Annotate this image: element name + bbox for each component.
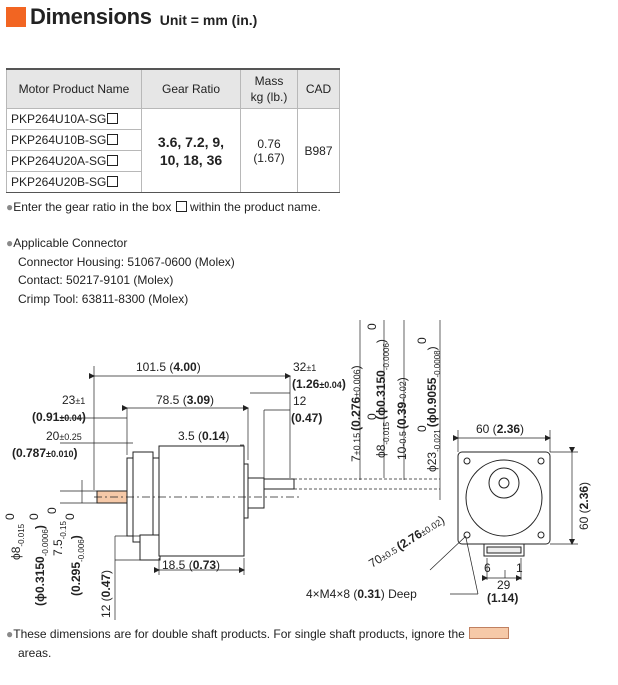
dim-23-in: (0.91±0.04) [32, 410, 86, 424]
box-icon [107, 113, 119, 124]
dim-12: 12 [293, 394, 307, 408]
dim-20-in: (0.787±0.010) [12, 446, 78, 460]
box-icon [107, 134, 119, 145]
bottom-note: ●These dimensions are for double shaft p… [6, 627, 509, 641]
box-icon [107, 176, 119, 187]
dim-60-v: 60 (2.36) [577, 482, 591, 530]
dim-phi8-zero: 0 [3, 513, 17, 520]
dim-32: 32±1 [293, 360, 316, 374]
front-view [457, 451, 551, 557]
dim-32-in: (1.26±0.04) [292, 377, 346, 391]
dim-7-5: 7.5-0.15 [51, 521, 68, 556]
dim-v8-zero: 0 [365, 413, 379, 420]
dim-29: 29 [497, 578, 511, 592]
unit-label: Unit = mm (in.) [159, 12, 258, 28]
dim-23: 23±1 [62, 393, 85, 407]
dim-60: 60 (2.36) [476, 422, 524, 436]
dim-7-5-zero: 0 [45, 507, 59, 514]
dim-20: 20±0.25 [46, 429, 82, 443]
dim-12-v: 12 (0.47) [99, 570, 113, 618]
dim-3-5: 3.5 (0.14) [178, 429, 229, 443]
dim-phi8-in: (ϕ0.3150-0.0006) [33, 525, 50, 606]
header-square-icon [6, 7, 26, 27]
dim-v23-in-zero: 0 [415, 337, 429, 344]
mass-cell: 0.76(1.67) [240, 108, 298, 193]
dim-phi8: ϕ8-0.015 [9, 523, 26, 560]
dim-v8: ϕ8-0.015(ϕ0.3150-0.0006) [374, 339, 391, 458]
dim-phi8-in-zero: 0 [27, 513, 41, 520]
connector-title: ●Applicable Connector [6, 236, 128, 250]
connector-housing: Connector Housing: 51067-0600 (Molex) [18, 255, 235, 269]
dim-v23-zero: 0 [415, 425, 429, 432]
dim-78-5: 78.5 (3.09) [156, 393, 214, 407]
dim-18-5: 18.5 (0.73) [162, 558, 220, 572]
col-gear: Gear Ratio [141, 68, 241, 109]
pin-1: 1 [516, 561, 523, 575]
connector-contact: Contact: 50217-9101 (Molex) [18, 273, 174, 287]
dim-m4: 4×M4×8 (0.31) Deep [306, 587, 417, 601]
dim-101-5: 101.5 (4.00) [136, 360, 201, 374]
bottom-note-2: areas. [18, 646, 52, 660]
section-header: Dimensions Unit = mm (in.) [6, 4, 257, 30]
dim-v8-in-zero: 0 [365, 323, 379, 330]
double-shaft-swatch [468, 627, 509, 639]
table-row: PKP264U20B-SG [6, 171, 340, 193]
bullet-icon: ● [6, 236, 14, 250]
connector-crimp: Crimp Tool: 63811-8300 (Molex) [18, 292, 189, 306]
cad-cell: B987 [297, 108, 340, 193]
dim-v7: 7±0.15(0.276±0.006) [349, 365, 363, 462]
side-view [94, 445, 300, 561]
pin-6: 6 [484, 561, 491, 575]
dim-29-in: (1.14) [487, 591, 518, 605]
dim-12-in: (0.47) [291, 411, 322, 425]
bullet-icon: ● [6, 200, 14, 214]
section-title: Dimensions [30, 4, 152, 29]
dim-v23: ϕ23-0.021(ϕ0.9055-0.0008) [425, 346, 442, 472]
product-name: PKP264U20B-SG [6, 171, 142, 193]
dim-7-5-in-zero: 0 [63, 513, 77, 520]
dim-7-5-in: (0.295-0.006) [69, 535, 86, 596]
box-icon [107, 155, 119, 166]
dim-v10: 10-0.5(0.39-0.02) [395, 377, 409, 460]
bullet-icon: ● [6, 627, 14, 641]
gear-note: ●Enter the gear ratio in the box within … [6, 200, 321, 214]
box-icon [175, 201, 187, 212]
dim-70: 70±0.5(2.76±0.02) [366, 513, 447, 571]
